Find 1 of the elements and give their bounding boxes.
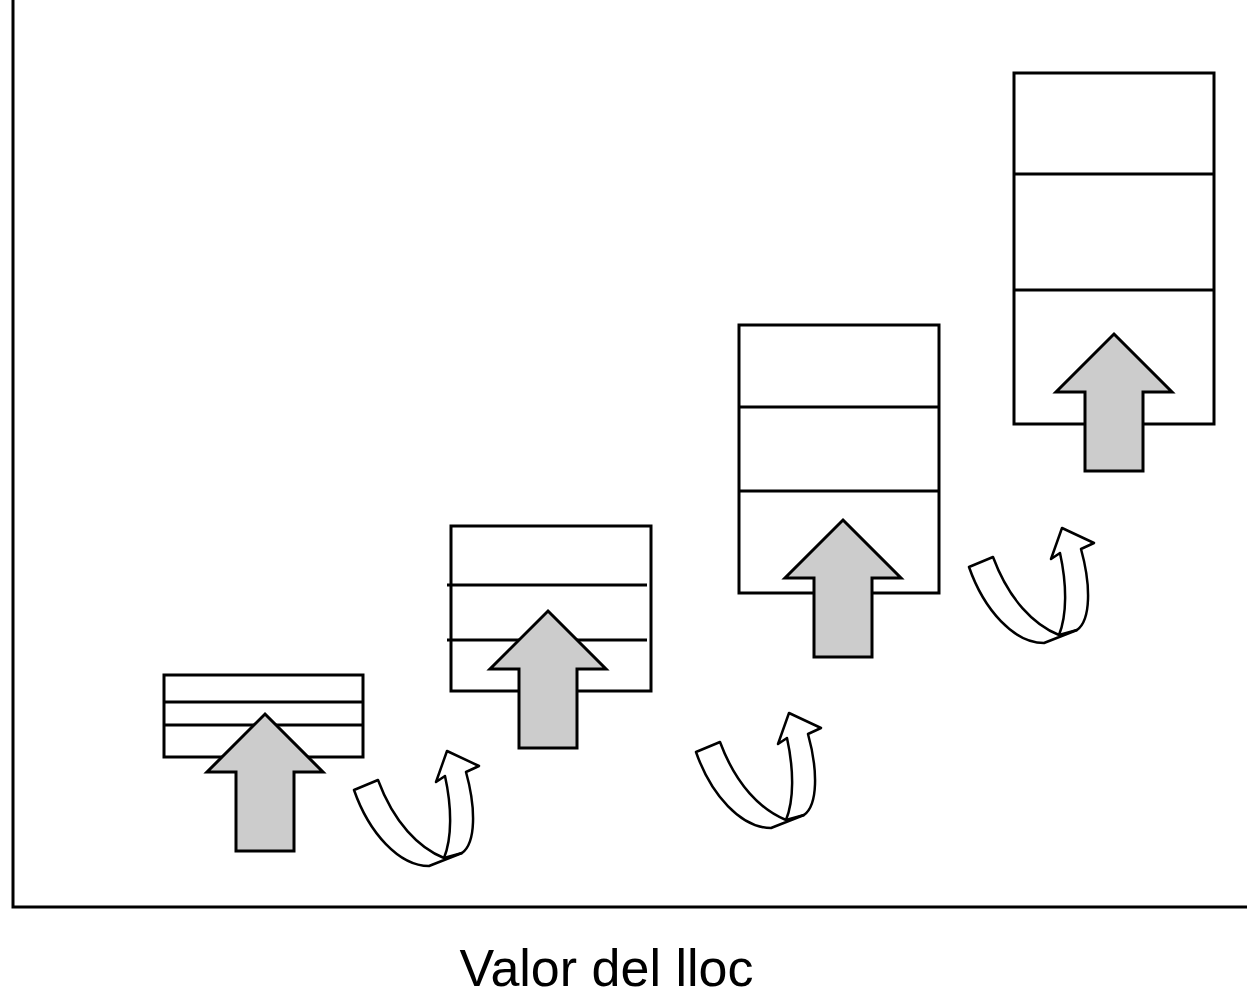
axis-label: Valor del lloc [459,940,754,998]
